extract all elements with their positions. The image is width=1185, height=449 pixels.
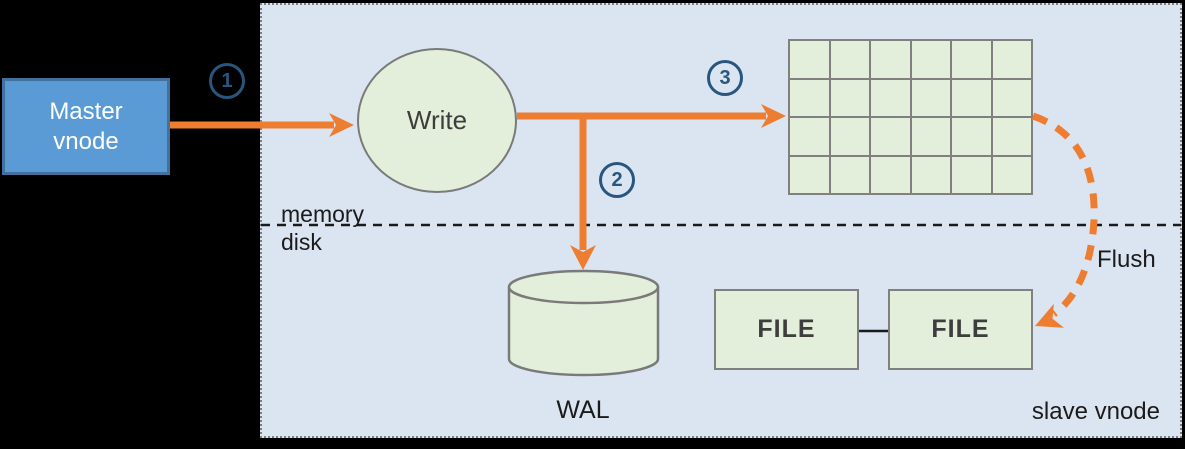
step-3-number: 3 — [719, 66, 731, 89]
memtable-cell — [790, 118, 829, 155]
write-label: Write — [406, 105, 468, 135]
memtable-cell — [911, 156, 950, 193]
memtable-cell — [871, 79, 910, 116]
memtable-cell — [952, 118, 991, 155]
memtable-cell — [992, 41, 1031, 78]
memtable-cell — [871, 41, 910, 78]
file-box-1: FILE — [714, 289, 859, 370]
memtable-cell — [871, 156, 910, 193]
wal-label: WAL — [556, 396, 610, 424]
memory-label: memory — [281, 201, 365, 227]
memtable-cell — [911, 118, 950, 155]
step-2-badge: 2 — [599, 162, 635, 198]
disk-label: disk — [281, 229, 322, 255]
memtable-cell — [790, 41, 829, 78]
memtable-cell — [830, 41, 869, 78]
memtable-cell — [790, 156, 829, 193]
file-label-1: FILE — [757, 315, 816, 343]
memtable-cell — [871, 118, 910, 155]
memtable-cell — [830, 118, 869, 155]
memtable-cell — [952, 156, 991, 193]
step-1-badge: 1 — [209, 63, 245, 99]
file-box-2: FILE — [888, 289, 1033, 370]
memtable-cell — [992, 118, 1031, 155]
write-node: Write — [357, 48, 517, 193]
step-3-badge: 3 — [707, 60, 743, 96]
slave-vnode-label: slave vnode — [1031, 398, 1160, 425]
memtable-cell — [952, 41, 991, 78]
memtable-cell — [911, 41, 950, 78]
master-vnode-box: Master vnode — [2, 78, 170, 175]
file-label-2: FILE — [931, 315, 990, 343]
step-2-number: 2 — [611, 168, 623, 191]
memtable-cell — [790, 79, 829, 116]
memtable-cell — [911, 79, 950, 116]
step-1-number: 1 — [221, 69, 233, 92]
master-vnode-label: Master vnode — [49, 97, 123, 155]
memtable-grid — [788, 39, 1033, 195]
flush-label: Flush — [1097, 246, 1156, 273]
memtable-cell — [952, 79, 991, 116]
memtable-cell — [992, 156, 1031, 193]
memtable-cell — [830, 156, 869, 193]
memtable-cell — [992, 79, 1031, 116]
memtable-cell — [830, 79, 869, 116]
